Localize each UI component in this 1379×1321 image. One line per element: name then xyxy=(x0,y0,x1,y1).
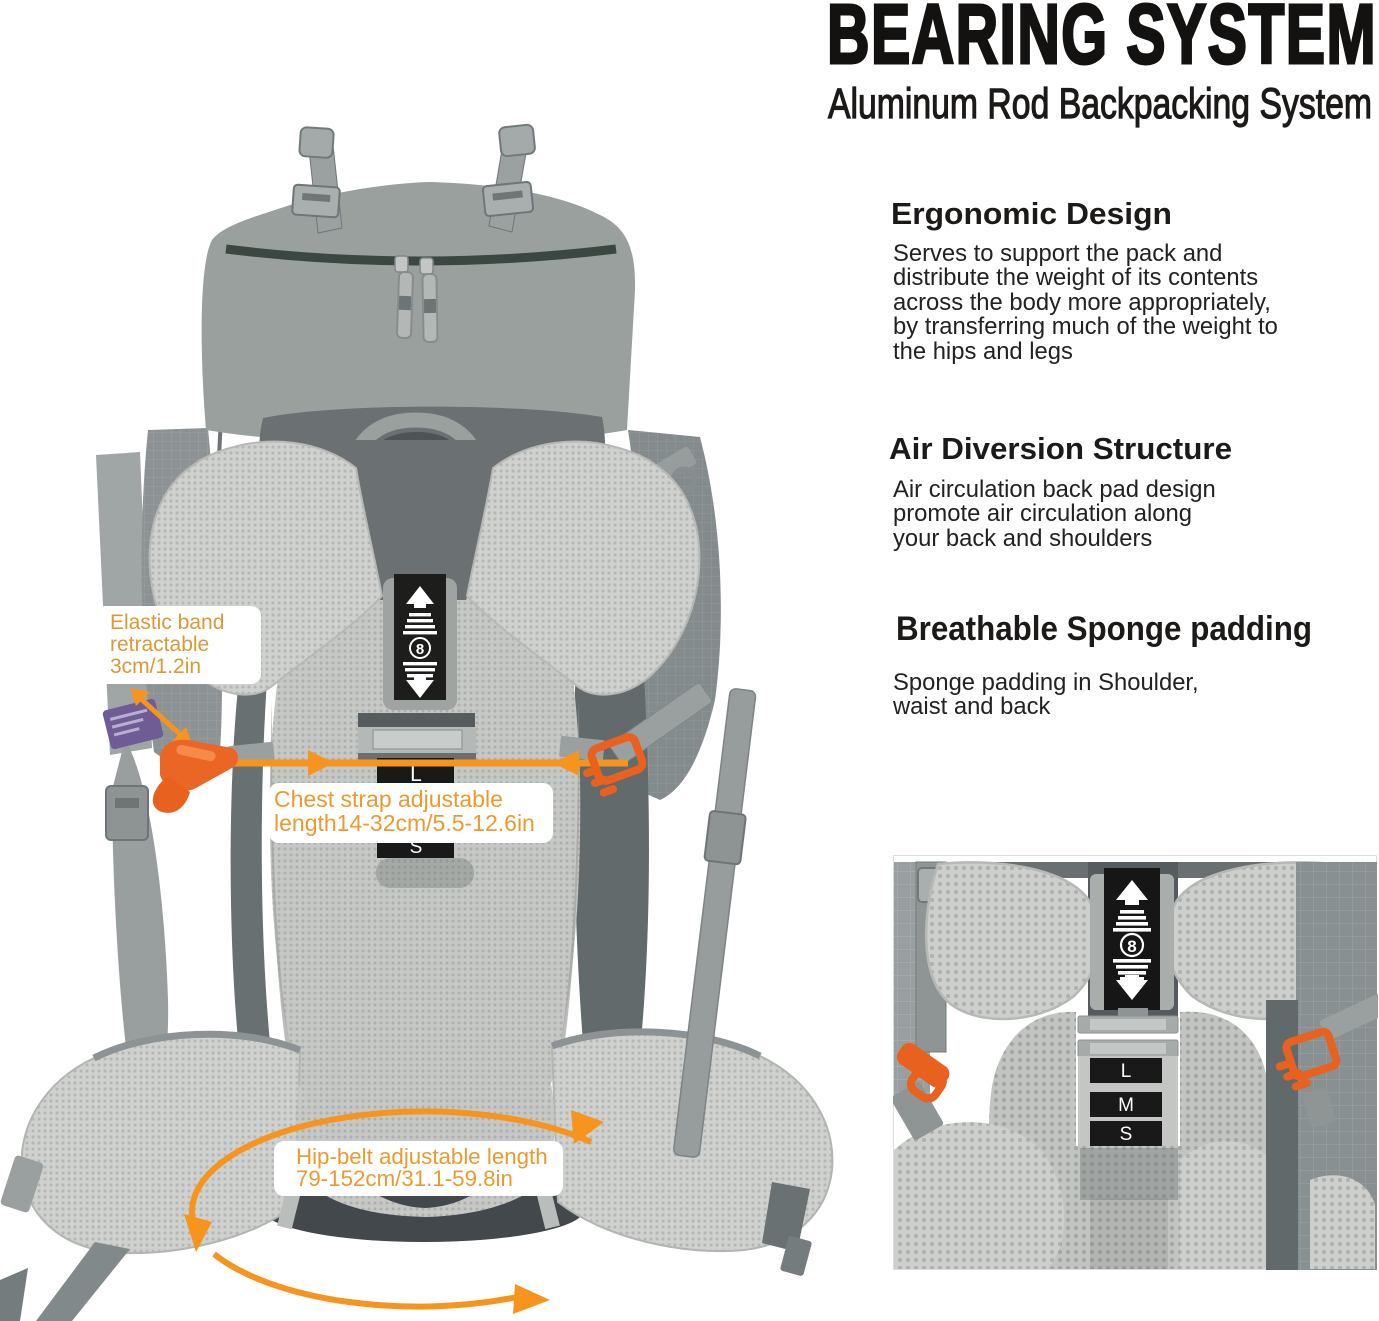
svg-text:L: L xyxy=(410,763,422,786)
svg-text:8: 8 xyxy=(1127,937,1136,956)
svg-text:L: L xyxy=(1121,1061,1132,1082)
svg-text:M: M xyxy=(1118,1095,1134,1116)
svg-text:8: 8 xyxy=(416,641,424,658)
svg-text:S: S xyxy=(1120,1124,1133,1145)
